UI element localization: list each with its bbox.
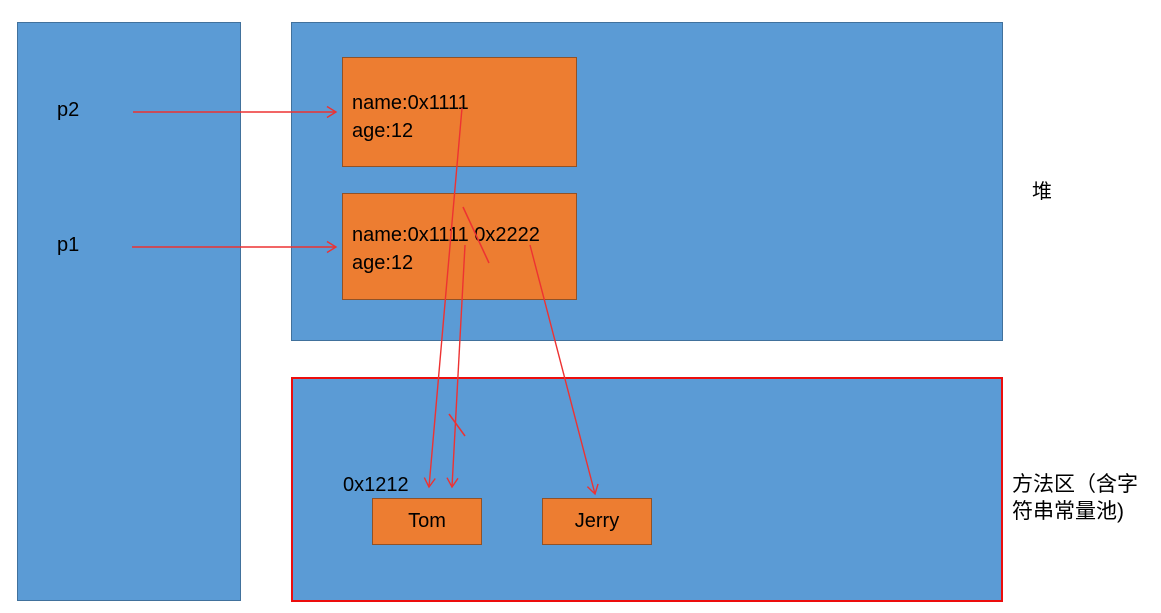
object2-name-field: name:0x1111 0x2222 xyxy=(352,224,540,246)
heap-object-1: name:0x1111 age:12 xyxy=(342,57,577,167)
string-address-label: 0x1212 xyxy=(343,474,409,496)
string-constant-tom: Tom xyxy=(372,498,482,545)
pointer-p2-label: p2 xyxy=(57,99,80,121)
object1-name-field: name:0x1111 xyxy=(352,92,469,114)
heap-object-2-fields: name:0x1111 0x2222 age:12 xyxy=(352,221,540,277)
object1-age-field: age:12 xyxy=(352,120,414,142)
method-area-label-line2: 符串常量池) xyxy=(1012,500,1124,523)
pointer-p1-label: p1 xyxy=(57,234,80,256)
stack-region xyxy=(17,22,241,601)
jerry-text: Jerry xyxy=(574,510,620,532)
method-area-label-line1: 方法区（含字 xyxy=(1012,473,1138,496)
tom-text: Tom xyxy=(408,510,446,532)
method-area-region-label: 方法区（含字 符串常量池) xyxy=(1012,471,1161,525)
object2-age-field: age:12 xyxy=(352,252,414,274)
string-constant-jerry: Jerry xyxy=(542,498,652,545)
method-area-region xyxy=(291,377,1003,602)
heap-region-label: 堆 xyxy=(1032,181,1052,203)
heap-object-2: name:0x1111 0x2222 age:12 xyxy=(342,193,577,300)
heap-object-1-fields: name:0x1111 age:12 xyxy=(352,89,469,145)
